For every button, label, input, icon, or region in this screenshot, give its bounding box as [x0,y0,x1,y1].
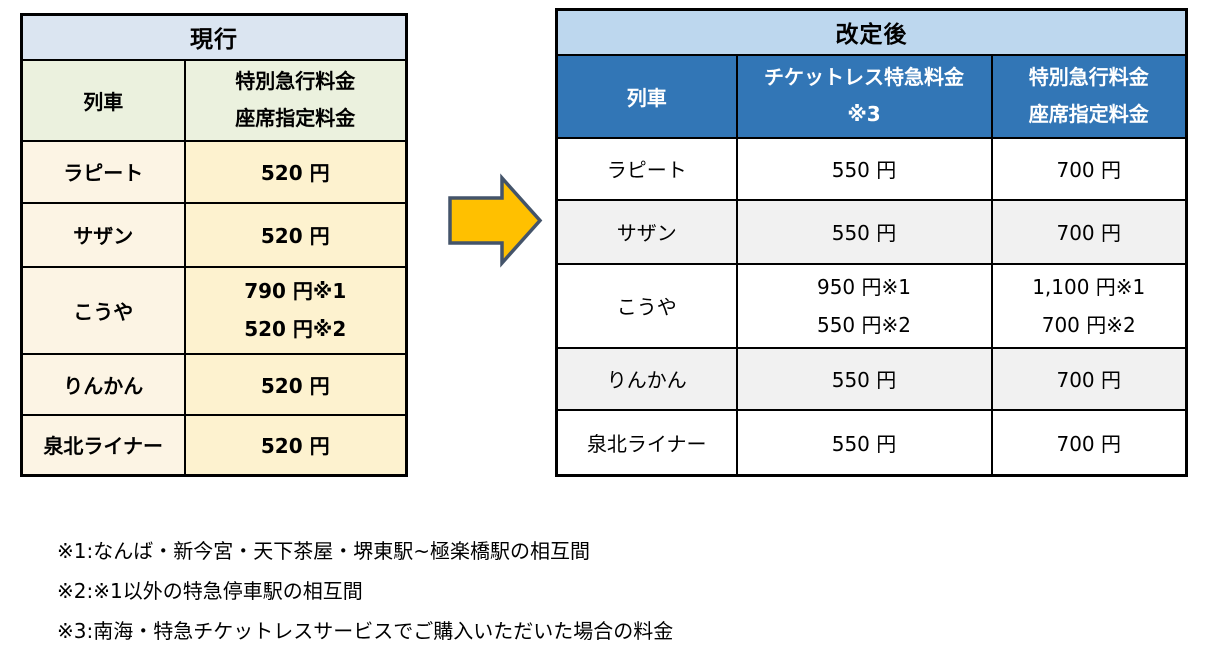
table-title-row: 現行 [20,13,408,61]
footnote-2: ※2:※1以外の特急停車駅の相互間 [57,579,363,603]
ticketless-fare-cell: 550 円 [735,198,993,265]
column-header-reserved-line1: 特別急行料金 [1028,65,1149,89]
current-table-title: 現行 [20,13,408,61]
table-row: りんかん 520 円 [20,352,408,416]
train-name-cell: 泉北ライナー [555,408,738,477]
fare-cell: 520 円 [183,139,408,204]
column-header-train: 列車 [20,58,186,142]
fare-line1: 790 円※1 [244,279,347,303]
fare-cell: 520 円 [183,201,408,268]
column-header-reserved-line2: 座席指定料金 [1028,102,1149,126]
train-name-cell: こうや [555,262,738,349]
table-row: りんかん 550 円 700 円 [555,346,1188,411]
ticketless-fare-cell: 550 円 [735,346,993,411]
revised-fare-table: 改定後 列車 チケットレス特急料金 ※3 特別急行料金 座席指定料金 ラピート … [555,8,1188,477]
fare-cell: 790 円※1 520 円※2 [183,265,408,355]
fare-line1: 1,100 円※1 [1032,274,1146,299]
column-header-fare-line1: 特別急行料金 [235,69,356,93]
column-header-ticketless: チケットレス特急料金 ※3 [735,53,993,139]
column-header-fare: 特別急行料金 座席指定料金 [183,58,408,142]
column-header-ticketless-line1: チケットレス特急料金 [764,65,964,89]
footnote-3: ※3:南海・特急チケットレスサービスでご購入いただいた場合の料金 [57,619,674,643]
ticketless-fare-cell: 950 円※1 550 円※2 [735,262,993,349]
reserved-fare-cell: 700 円 [990,198,1188,265]
train-name-cell: りんかん [555,346,738,411]
reserved-fare-cell: 700 円 [990,136,1188,201]
table-header-row: 列車 特別急行料金 座席指定料金 [20,58,408,142]
reserved-fare-cell: 700 円 [990,408,1188,477]
fare-line1: 950 円※1 [816,274,911,299]
train-name-cell: 泉北ライナー [20,413,186,477]
footnotes: ※1:なんば・新今宮・天下茶屋・堺東駅~極楽橋駅の相互間 ※2:※1以外の特急停… [57,531,673,651]
train-name-cell: ラピート [20,139,186,204]
train-name-cell: サザン [555,198,738,265]
train-name-cell: ラピート [555,136,738,201]
table-row: 泉北ライナー 550 円 700 円 [555,408,1188,477]
train-name-cell: こうや [20,265,186,355]
train-name-cell: サザン [20,201,186,268]
fare-line2: 550 円※2 [816,312,911,337]
table-row: ラピート 550 円 700 円 [555,136,1188,201]
fare-cell: 520 円 [183,413,408,477]
reserved-fare-cell: 1,100 円※1 700 円※2 [990,262,1188,349]
table-row: ラピート 520 円 [20,139,408,204]
fare-line2: 700 円※2 [1041,312,1136,337]
current-fare-table: 現行 列車 特別急行料金 座席指定料金 ラピート 520 円 サザン 520 円… [20,13,408,477]
column-header-ticketless-line2: ※3 [847,102,881,126]
fare-line2: 520 円※2 [244,317,347,341]
table-header-row: 列車 チケットレス特急料金 ※3 特別急行料金 座席指定料金 [555,53,1188,139]
train-name-cell: りんかん [20,352,186,416]
table-row: 泉北ライナー 520 円 [20,413,408,477]
column-header-reserved: 特別急行料金 座席指定料金 [990,53,1188,139]
column-header-train: 列車 [555,53,738,139]
footnote-1: ※1:なんば・新今宮・天下茶屋・堺東駅~極楽橋駅の相互間 [57,539,590,563]
table-row: サザン 520 円 [20,201,408,268]
ticketless-fare-cell: 550 円 [735,408,993,477]
fare-cell: 520 円 [183,352,408,416]
ticketless-fare-cell: 550 円 [735,136,993,201]
column-header-fare-line2: 座席指定料金 [235,106,356,130]
table-title-row: 改定後 [555,8,1188,56]
right-arrow-icon [447,171,543,270]
reserved-fare-cell: 700 円 [990,346,1188,411]
revised-table-title: 改定後 [555,8,1188,56]
table-row: こうや 950 円※1 550 円※2 1,100 円※1 700 円※2 [555,262,1188,349]
table-row: こうや 790 円※1 520 円※2 [20,265,408,355]
table-row: サザン 550 円 700 円 [555,198,1188,265]
